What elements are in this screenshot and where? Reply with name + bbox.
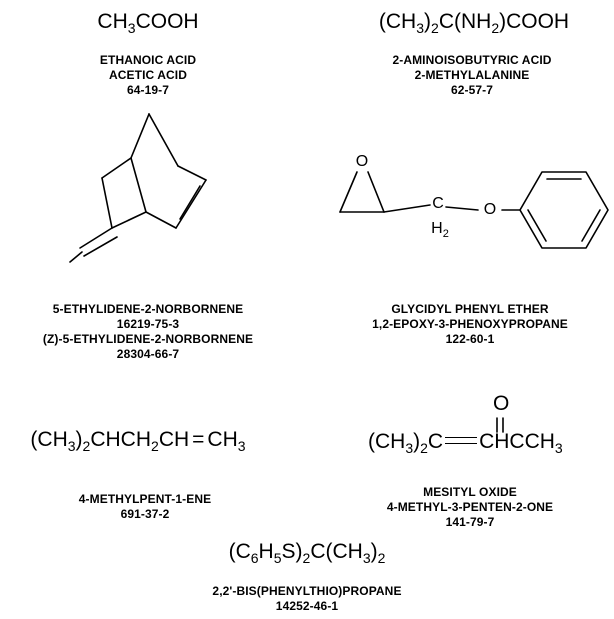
acetic-acid-formula: CH3COOH [97,10,199,36]
compound-name: 4-METHYLPENT-1-ENE [78,492,212,506]
bond [367,171,385,213]
double-bond-inner [179,185,201,220]
bond [145,211,177,229]
oxygen-atom: O [355,153,369,170]
bond [383,204,431,213]
glycidyl-phenyl-ether-names: GLYCIDYL PHENYL ETHER 1,2-EPOXY-3-PHENOX… [372,302,568,347]
bis-phenylthio-propane-formula: (C6H5S)2C(CH3)2 [228,540,386,566]
cas-number: 16219-75-3 [116,317,180,331]
compound-name: 5-ETHYLIDENE-2-NORBORNENE [52,302,244,316]
compound-name: 2,2'-BIS(PHENYLTHIO)PROPANE [212,584,402,598]
bond [177,165,207,181]
cas-number: 28304-66-7 [116,347,180,361]
compound-name: GLYCIDYL PHENYL ETHER [391,302,549,316]
compound-name: 1,2-EPOXY-3-PHENOXYPROPANE [372,317,568,331]
compound-name: 4-METHYL-3-PENTEN-2-ONE [386,500,554,514]
bond [130,113,150,159]
double-bond [443,437,479,448]
bis-phenylthio-propane-names: 2,2'-BIS(PHENYLTHIO)PROPANE 14252-46-1 [212,584,401,614]
bond [130,157,147,213]
carbon-atom: C [432,195,444,212]
acetic-acid-names: ETHANOIC ACID ACETIC ACID 64-19-7 [100,53,196,98]
carbonyl-oxygen: O [493,392,510,415]
cas-number: 691-37-2 [120,507,170,521]
bond [79,227,113,249]
cas-number: 64-19-7 [126,83,170,97]
compound-name: ACETIC ACID [109,68,187,82]
compound-name: (Z)-5-ETHYLIDENE-2-NORBORNENE [42,332,254,346]
bond [175,179,207,229]
methylpentene-formula: (CH3)2CHCH2CH=CH3 [30,428,246,454]
bond [69,251,83,263]
bond [101,177,113,229]
benzene-ring [519,171,609,249]
bond [101,157,132,179]
methylpentene-names: 4-METHYLPENT-1-ENE 691-37-2 [79,492,211,522]
cas-number: 62-57-7 [450,83,494,97]
bond [445,206,479,211]
cas-number: 122-60-1 [445,332,495,346]
bond [111,211,147,229]
compound-name: 2-METHYLALANINE [414,68,530,82]
compound-name: ETHANOIC ACID [99,53,197,67]
bond [148,113,179,167]
cas-number: 141-79-7 [445,515,495,529]
hydrogen-label: H2 [431,220,449,240]
compound-name: 2-AMINOISOBUTYRIC ACID [392,53,552,67]
oxygen-atom: O [483,201,497,218]
mesityl-oxide-names: MESITYL OXIDE 4-METHYL-3-PENTEN-2-ONE 14… [387,485,553,530]
ethylidene-norbornene-names: 5-ETHYLIDENE-2-NORBORNENE 16219-75-3 (Z)… [43,302,253,362]
aminoisobutyric-acid-formula: (CH3)2C(NH2)COOH [378,10,570,36]
bond [339,171,358,213]
double-bond-inner [83,236,118,257]
cas-number: 14252-46-1 [275,599,339,613]
aminoisobutyric-acid-names: 2-AMINOISOBUTYRIC ACID 2-METHYLALANINE 6… [392,53,551,98]
double-bond-inner [527,209,547,242]
double-bond-inner [581,209,601,242]
compound-name: MESITYL OXIDE [423,485,517,499]
